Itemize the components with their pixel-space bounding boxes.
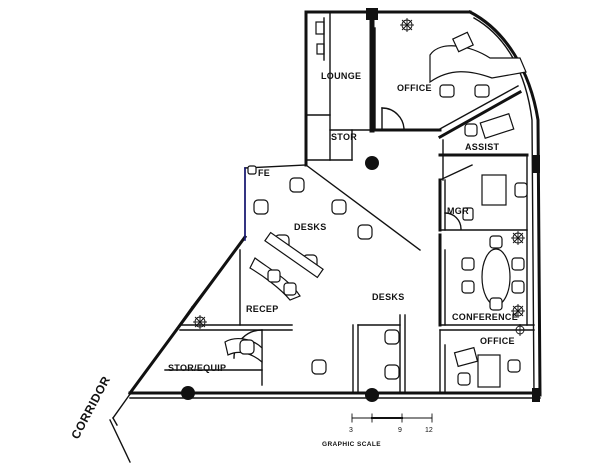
label-office-top: OFFICE [397,83,432,93]
graphic-scale: 3 9 12 GRAPHIC SCALE [322,413,433,448]
plant-icon [511,231,525,245]
column-icon [365,388,379,402]
chair-icon [439,84,490,98]
label-stor-equip: STOR/EQUIP [168,363,226,373]
label-conference: CONFERENCE [452,312,518,322]
column-icon [532,155,540,173]
plant-icon [514,324,526,336]
columns [181,8,540,402]
column-icon [365,156,379,170]
label-desks-upper: DESKS [294,222,327,232]
furniture [224,31,528,388]
label-desks-center: DESKS [372,292,405,302]
label-mgr: MGR [447,206,469,216]
scale-tick-3: 3 [349,427,353,434]
column-icon [366,8,378,20]
plant-icon [400,18,414,32]
label-recep: RECEP [246,304,279,314]
plants [193,18,526,336]
label-office-bottom: OFFICE [480,336,515,346]
plant-icon [193,315,207,329]
column-icon [181,386,195,400]
label-lounge: LOUNGE [321,71,361,81]
label-corridor: CORRIDOR [68,374,113,442]
label-assist: ASSIST [465,142,500,152]
label-fe: FE [258,168,270,178]
label-stor: STOR [331,132,357,142]
plant-icon [511,304,525,318]
scale-tick-12: 12 [425,427,433,434]
chair-icon [461,235,525,311]
scale-tick-9: 9 [398,427,402,434]
column-icon [532,388,540,402]
scale-title: GRAPHIC SCALE [322,441,381,448]
